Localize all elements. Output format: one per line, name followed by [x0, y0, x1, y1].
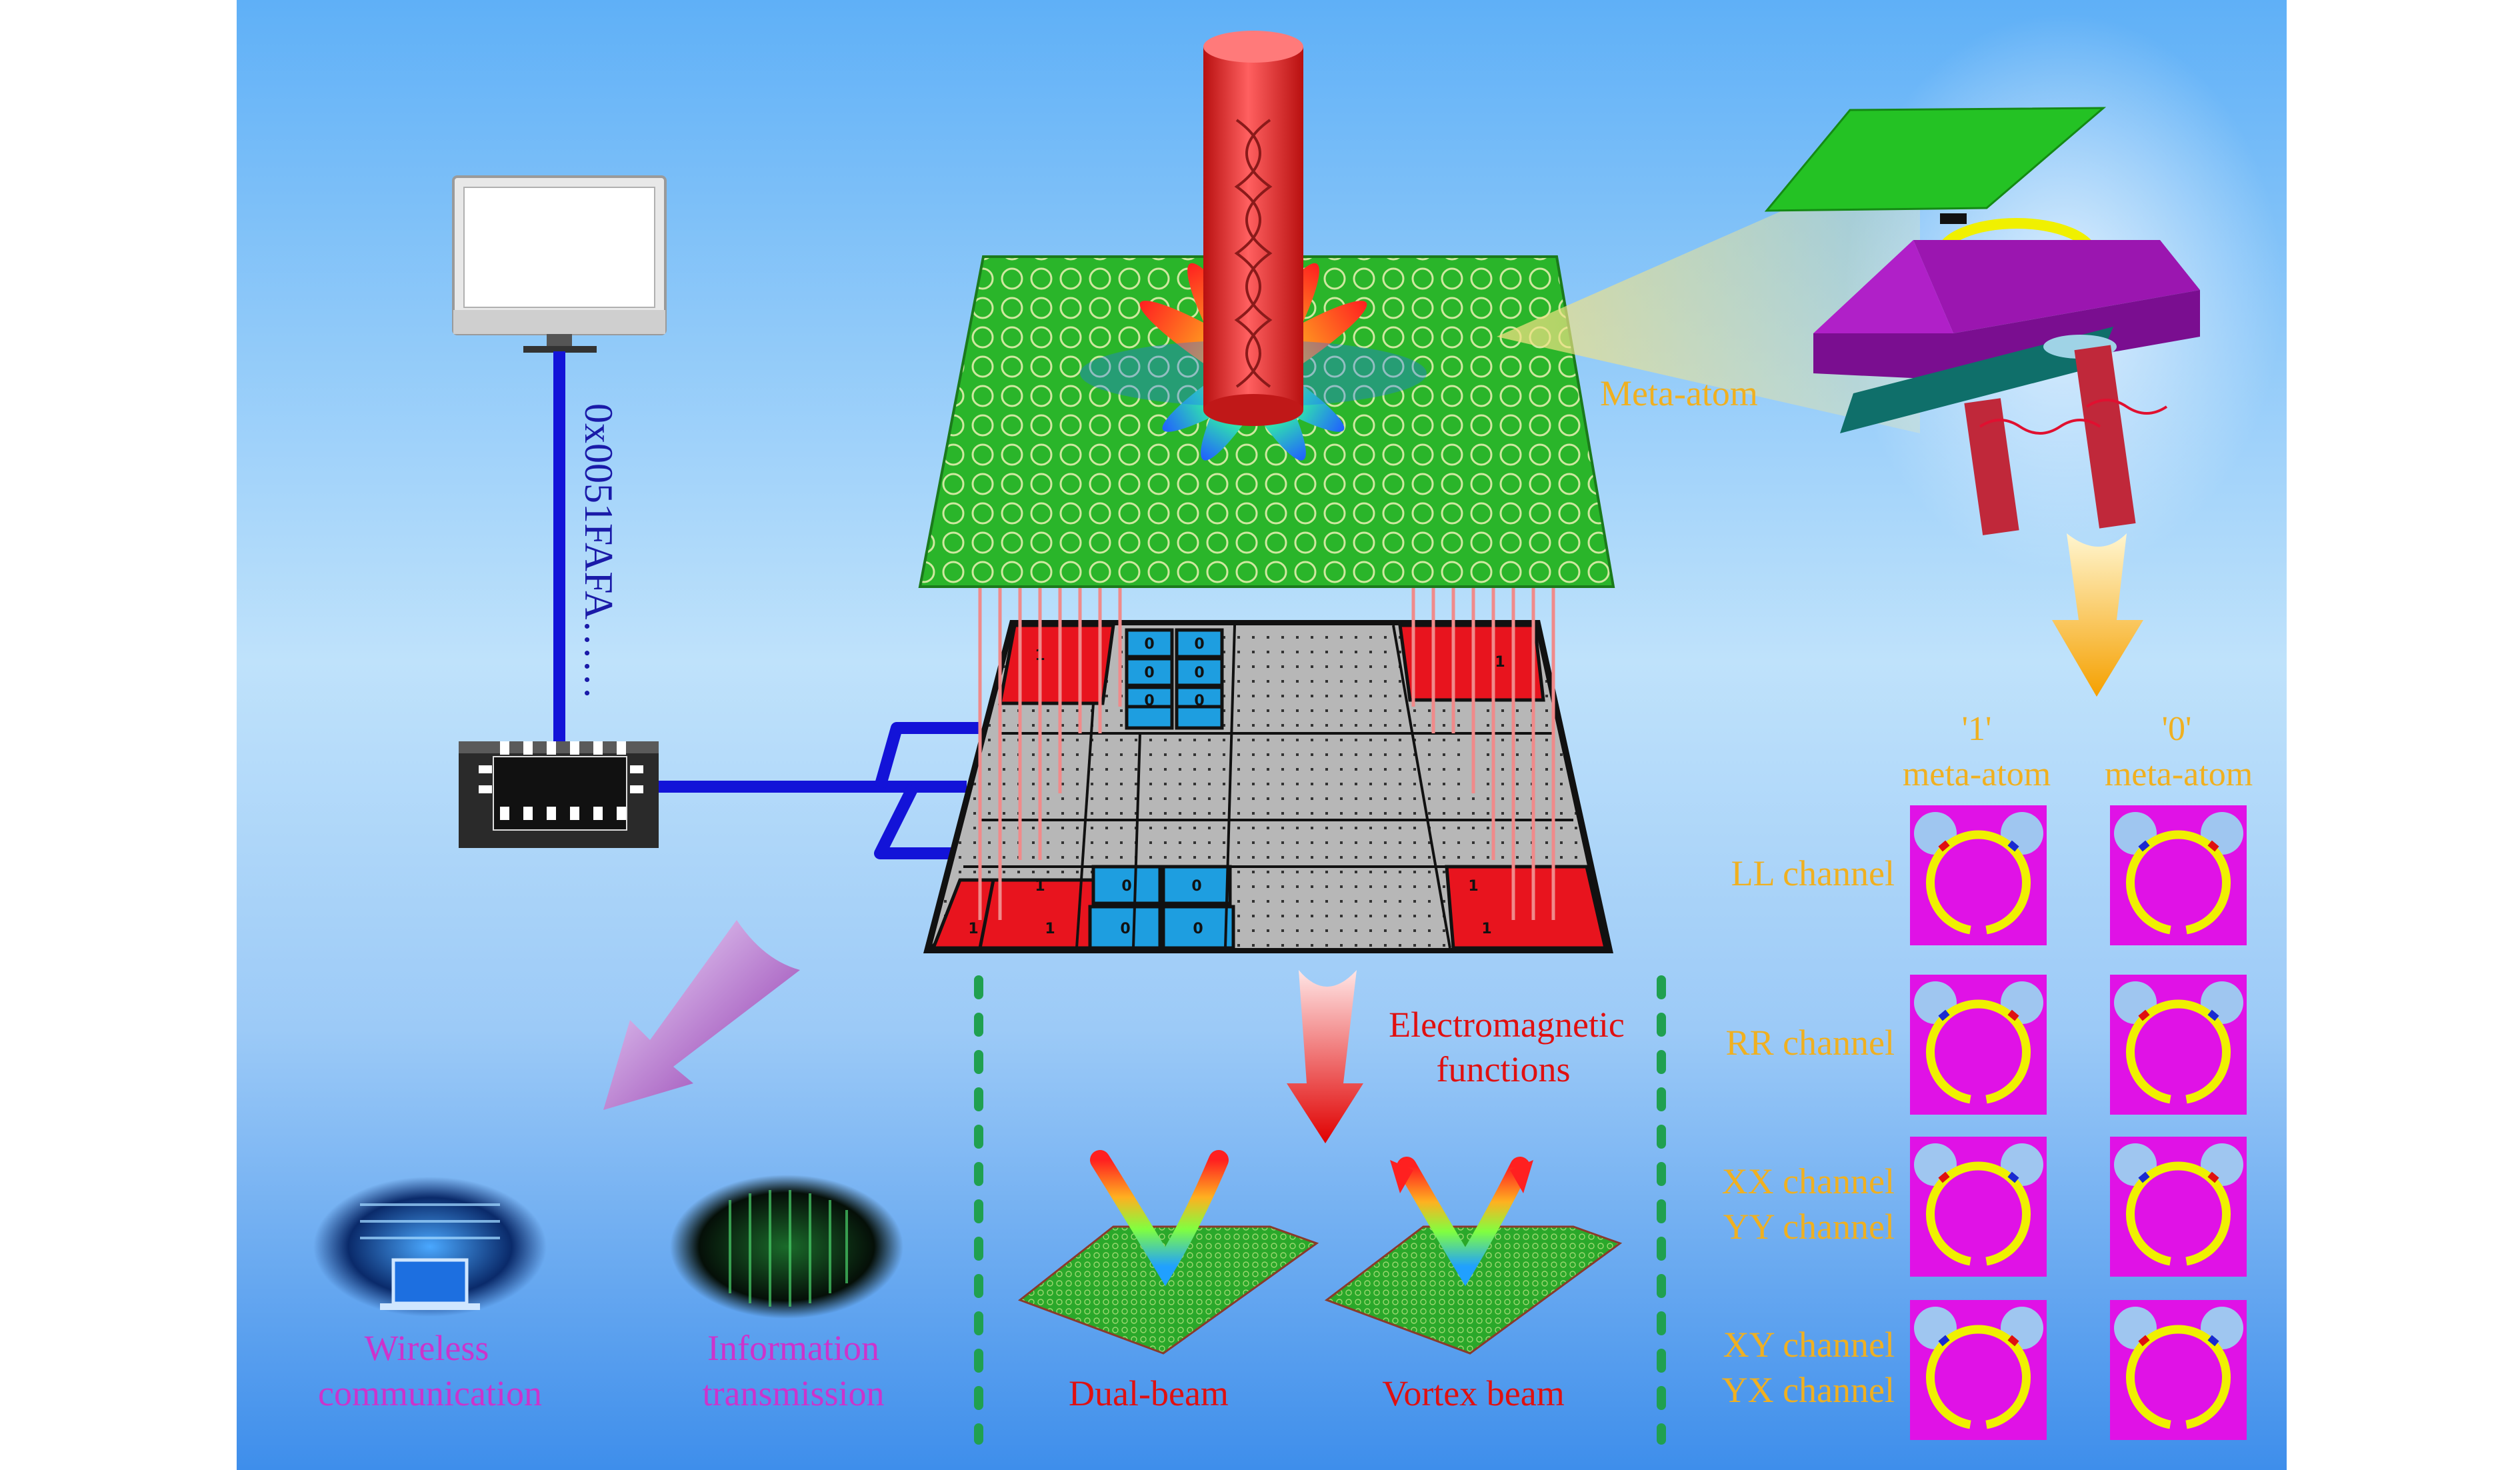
state-zero-word: meta-atom: [2105, 755, 2253, 793]
cell-digit: 0: [1194, 693, 1204, 709]
cell-digit: 0: [1120, 921, 1130, 937]
meta-atom-tile: [2110, 805, 2247, 945]
information-transmission-image: [670, 1175, 903, 1319]
meta-atom-tile: [2110, 975, 2247, 1115]
em-functions-line1: Electromagnetic: [1389, 1005, 1625, 1045]
channel-label-yx: YX channel: [1722, 1370, 1895, 1410]
meta-atom-label: Meta-atom: [1600, 373, 1758, 413]
cell-digit: 1: [1468, 878, 1478, 895]
channel-label-ll: LL channel: [1731, 853, 1895, 893]
channel-labels: LL channel RR channel XX channel YY chan…: [1722, 853, 1895, 1410]
coding-board: 0 0 0 0 0 0 0 0 0 0 1 1 1 1 1 1 1: [923, 620, 1613, 953]
cell-digit: 0: [1144, 693, 1154, 709]
meta-atom-tile: [2110, 1137, 2247, 1277]
cell-digit: 1: [1481, 921, 1491, 937]
cell-digit: 1: [1045, 921, 1055, 937]
meta-atom-tile: [1910, 1137, 2047, 1277]
meta-atom-exploded-view: [1764, 13, 2283, 573]
control-cables: [659, 722, 980, 859]
cell-digit: 0: [1121, 878, 1131, 895]
vortex-beam-label: Vortex beam: [1382, 1373, 1564, 1413]
meta-atom-tile: [1910, 975, 2047, 1115]
cell-digit: 0: [1194, 665, 1204, 681]
information-line2: transmission: [702, 1373, 884, 1413]
cell-digit: 0: [1144, 665, 1154, 681]
cell-digit: 0: [1191, 878, 1201, 895]
state-one-header: '1' meta-atom: [1903, 710, 2051, 793]
em-functions-label: Electromagnetic functions: [1389, 1005, 1625, 1089]
state-one-quote: '1': [1962, 710, 1992, 748]
cell-digit: 1: [1035, 878, 1045, 895]
cell-digit: 1: [968, 921, 978, 937]
cell-digit: 0: [1193, 921, 1203, 937]
channel-label-xx: XX channel: [1722, 1161, 1895, 1201]
dual-beam-illustration: [1017, 1150, 1319, 1355]
meta-atom-tile: [1910, 805, 2047, 945]
red-arrow: [1287, 970, 1363, 1143]
meta-atom-tile: [2110, 1300, 2247, 1440]
wireless-label: Wireless communication: [318, 1328, 542, 1413]
cell-digit: 1: [1495, 654, 1505, 671]
state-one-word: meta-atom: [1903, 755, 2051, 793]
meta-atom-tiles: [1910, 805, 2247, 1440]
em-functions-line2: functions: [1437, 1049, 1571, 1089]
state-zero-header: '0' meta-atom: [2105, 710, 2253, 793]
monitor-code-label: 0x0051FAFA……: [577, 403, 621, 700]
dual-beam-label: Dual-beam: [1069, 1373, 1229, 1413]
information-line1: Information: [707, 1328, 879, 1368]
cell-digit: 0: [1194, 636, 1204, 653]
monitor-icon: [452, 175, 667, 353]
information-label: Information transmission: [702, 1328, 884, 1413]
wireless-line1: Wireless: [365, 1328, 489, 1368]
cell-digit: 0: [1144, 636, 1154, 653]
vortex-beam-illustration: [1324, 1157, 1623, 1355]
state-zero-quote: '0': [2162, 710, 2192, 748]
laser-beam-icon: [1203, 31, 1303, 426]
meta-atom-tile: [1910, 1300, 2047, 1440]
channel-label-xy: XY channel: [1723, 1325, 1895, 1365]
channel-label-yy: YY channel: [1723, 1207, 1895, 1247]
down-arrow-icon: [2052, 533, 2143, 697]
purple-arrow: [603, 920, 800, 1110]
feed-lines: [978, 587, 1555, 920]
channel-label-rr: RR channel: [1726, 1023, 1895, 1063]
wireless-line2: communication: [318, 1373, 542, 1413]
wireless-communication-image: [313, 1177, 547, 1317]
data-cable-vertical: [553, 351, 565, 745]
chip-icon: [459, 741, 659, 848]
